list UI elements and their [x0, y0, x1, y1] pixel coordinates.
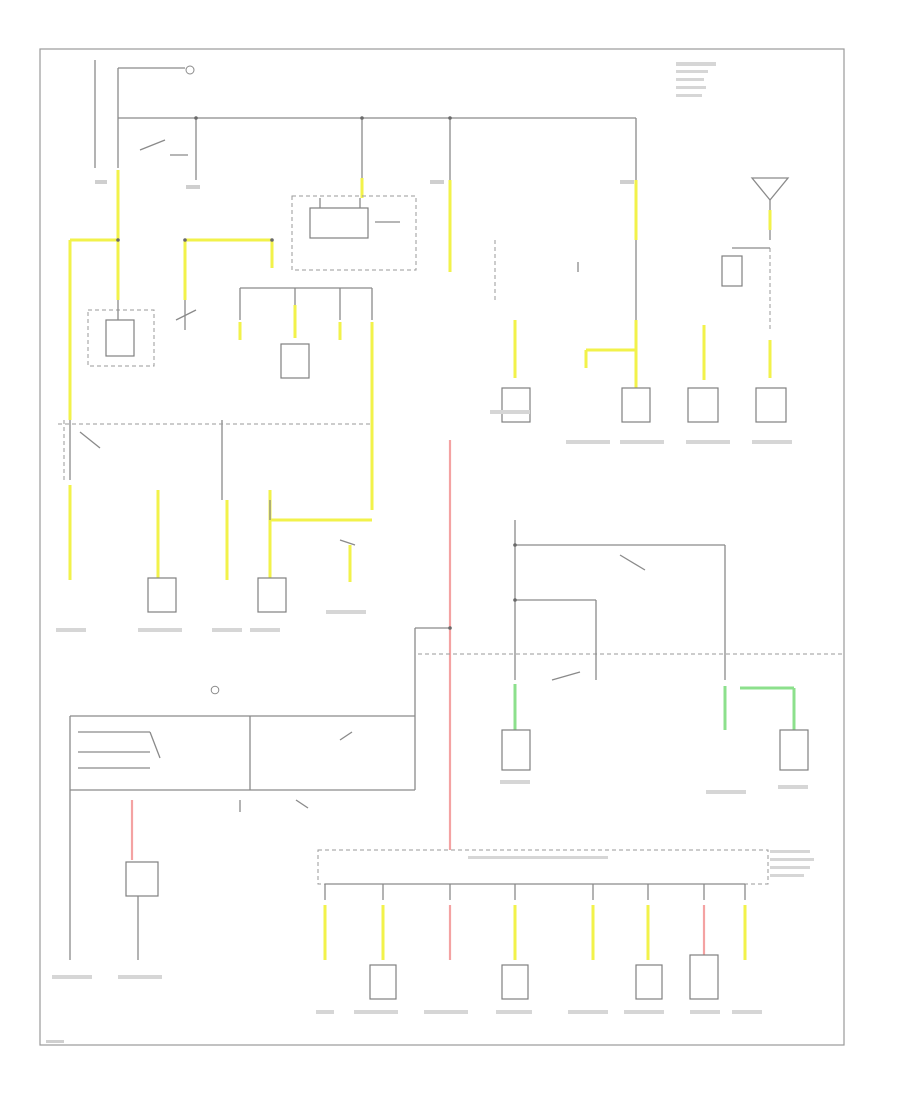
- lower-left-block: [69, 685, 415, 960]
- left-yellow-bus: [68, 238, 274, 420]
- top-fuse-wires: [116, 170, 638, 272]
- bottom-distribution: [317, 849, 769, 1000]
- right-middle-block: [501, 520, 809, 771]
- antenna-feed: [702, 177, 790, 380]
- top-power-feed: [94, 60, 637, 180]
- middle-bus: [58, 287, 374, 510]
- center-feed: [414, 440, 845, 850]
- diagram-frame: [39, 48, 845, 1046]
- middle-left-section: [63, 420, 372, 613]
- wire-codes: [46, 62, 814, 1043]
- left-modules: [87, 300, 197, 367]
- top-right-modules: [494, 240, 787, 423]
- relay-box: [291, 195, 417, 271]
